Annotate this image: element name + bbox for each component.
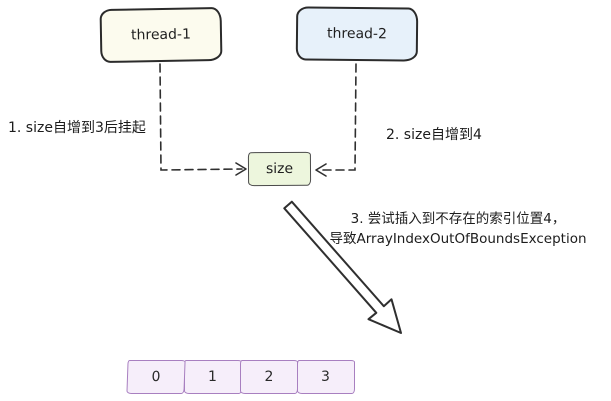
thread-2-node: thread-2 [295, 6, 419, 62]
annotation-step2: 2. size自增到4 [386, 127, 482, 143]
thread-2-label: thread-2 [326, 25, 388, 43]
thread1-connector [159, 63, 243, 171]
array-cell-2-label: 2 [264, 369, 274, 385]
annotation-step3-line1: 3. 尝试插入到不存在的索引位置4， [350, 211, 566, 227]
thread2-connector [320, 63, 357, 171]
array-cell-3: 3 [296, 360, 355, 394]
thread2-arrowhead-icon [315, 163, 327, 177]
array-cell-0-label: 0 [151, 369, 161, 385]
annotation-step1: 1. size自增到3后挂起 [8, 120, 146, 136]
array-list: 0 1 2 3 [126, 360, 355, 394]
thread-1-node: thread-1 [99, 6, 223, 64]
annotation-step3: 3. 尝试插入到不存在的索引位置4， 导致ArrayIndexOutOfBoun… [322, 209, 594, 250]
annotation-step3-line2: 导致ArrayIndexOutOfBoundsException [329, 231, 587, 248]
array-cell-1: 1 [183, 360, 242, 394]
array-cell-0: 0 [126, 360, 186, 394]
size-node: size [247, 151, 312, 187]
thread1-arrowhead-icon [235, 162, 247, 176]
thread-1-label: thread-1 [130, 26, 192, 44]
array-cell-3-label: 3 [321, 369, 330, 385]
array-cell-1-label: 1 [208, 369, 217, 385]
size-label: size [265, 160, 294, 178]
array-cell-2: 2 [240, 360, 298, 394]
